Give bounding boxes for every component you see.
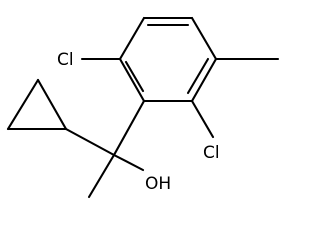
ring-inner-double-bond-c5-c6: [186, 57, 210, 95]
bond-carbon-to-cyclopropyl: [64, 127, 116, 157]
cyclopropyl-bond-2: [6, 78, 40, 131]
ring-bond-c4-c5: [190, 16, 218, 61]
bond-carbon-to-hydroxyl: [112, 153, 145, 172]
chlorine-label-bottom: Cl: [203, 143, 220, 163]
ring-inner-double-bond-c1-c2: [124, 60, 145, 93]
ring-bond-c1-c2: [118, 57, 146, 103]
bond-ring-to-cl-bottom: [190, 99, 215, 139]
bond-carbon-to-methyl: [87, 153, 116, 199]
molecule-structure-diagram: Cl Cl OH: [6, 16, 280, 199]
ring-bond-c2-c3: [118, 16, 146, 61]
chlorine-label-top: Cl: [57, 50, 74, 70]
hydroxyl-label: OH: [145, 174, 171, 194]
ring-bond-c5-c6: [190, 57, 218, 103]
cyclopropyl-bond-1: [36, 78, 68, 131]
bond-ring-to-quaternary-carbon: [112, 99, 146, 157]
